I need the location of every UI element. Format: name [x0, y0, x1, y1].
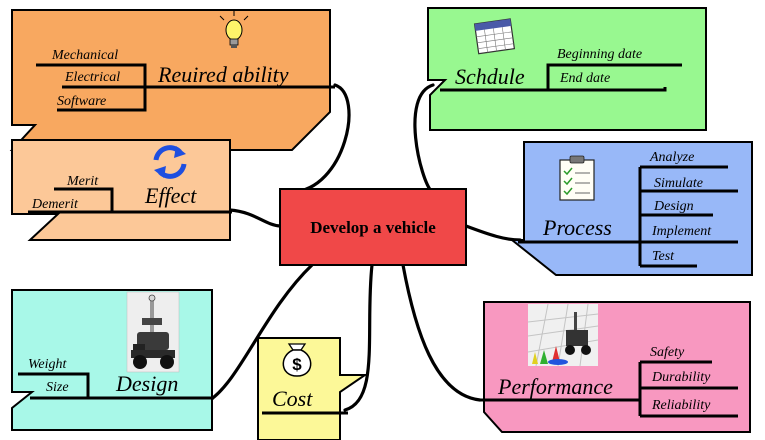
process-label: Process [542, 215, 612, 240]
branch-schedule[interactable]: Beginning date End date Schdule [427, 7, 707, 131]
schedule-tree-lines [440, 63, 682, 92]
connector-cost [343, 263, 374, 412]
svg-text:$: $ [292, 355, 302, 374]
branch-design[interactable]: Weight Size Design [11, 289, 214, 431]
process-item-4: Test [652, 249, 675, 264]
robot-simulation-photo [527, 303, 599, 367]
performance-item-1: Durability [651, 370, 711, 385]
process-item-2: Design [653, 199, 694, 214]
connector-schedule [413, 83, 435, 194]
checklist-clipboard-icon [559, 155, 595, 201]
robot-wheelchair-photo [126, 291, 180, 373]
connector-ability [290, 83, 351, 194]
effect-card [11, 139, 231, 241]
cost-label: Cost [272, 386, 313, 411]
branch-process[interactable]: Analyze Simulate Design Implement Test P… [509, 141, 753, 276]
ability-label: Reuired ability [157, 62, 289, 87]
calendar-icon [473, 18, 516, 55]
branch-effect[interactable]: Merit Demerit Effect [11, 139, 232, 241]
design-item-1: Size [46, 380, 69, 395]
performance-tree-lines [480, 360, 738, 418]
connector-process [464, 224, 522, 242]
design-label: Design [115, 371, 178, 396]
effect-item-1: Demerit [31, 197, 79, 212]
performance-item-2: Reliability [651, 398, 711, 413]
effect-tree-lines [28, 187, 232, 214]
performance-label: Performance [497, 374, 613, 399]
performance-item-0: Safety [650, 345, 685, 360]
effect-item-0: Merit [66, 174, 99, 189]
process-tree-lines [518, 165, 738, 268]
connectors [208, 83, 522, 412]
branch-performance[interactable]: Safety Durability Reliability Performanc… [480, 301, 751, 433]
connector-performance [401, 263, 482, 402]
design-item-0: Weight [28, 357, 67, 372]
center-label: Develop a vehicle [310, 218, 436, 237]
schedule-item-0: Beginning date [557, 47, 642, 62]
process-item-0: Analyze [649, 150, 694, 165]
effect-label: Effect [144, 183, 197, 208]
center-node[interactable]: Develop a vehicle [279, 188, 467, 266]
refresh-arrows-icon [153, 145, 187, 179]
connector-design [208, 263, 314, 402]
ability-tree-lines [36, 63, 335, 112]
design-tree-lines [18, 372, 214, 400]
money-bag-icon: $ [282, 343, 312, 377]
process-item-3: Implement [651, 224, 712, 239]
process-item-1: Simulate [654, 176, 703, 191]
ability-item-2: Software [57, 94, 106, 109]
connector-effect [228, 208, 282, 228]
branch-required-ability[interactable]: Mechanical Electrical Software Reuired a… [9, 9, 335, 151]
center-box [279, 188, 467, 266]
schedule-item-1: End date [559, 71, 610, 86]
ability-item-1: Electrical [64, 70, 120, 85]
branch-cost[interactable]: $ Cost [257, 337, 369, 440]
process-card [509, 141, 753, 276]
schedule-label: Schdule [455, 64, 525, 89]
ability-item-0: Mechanical [51, 48, 118, 63]
lightbulb-icon [219, 11, 249, 48]
